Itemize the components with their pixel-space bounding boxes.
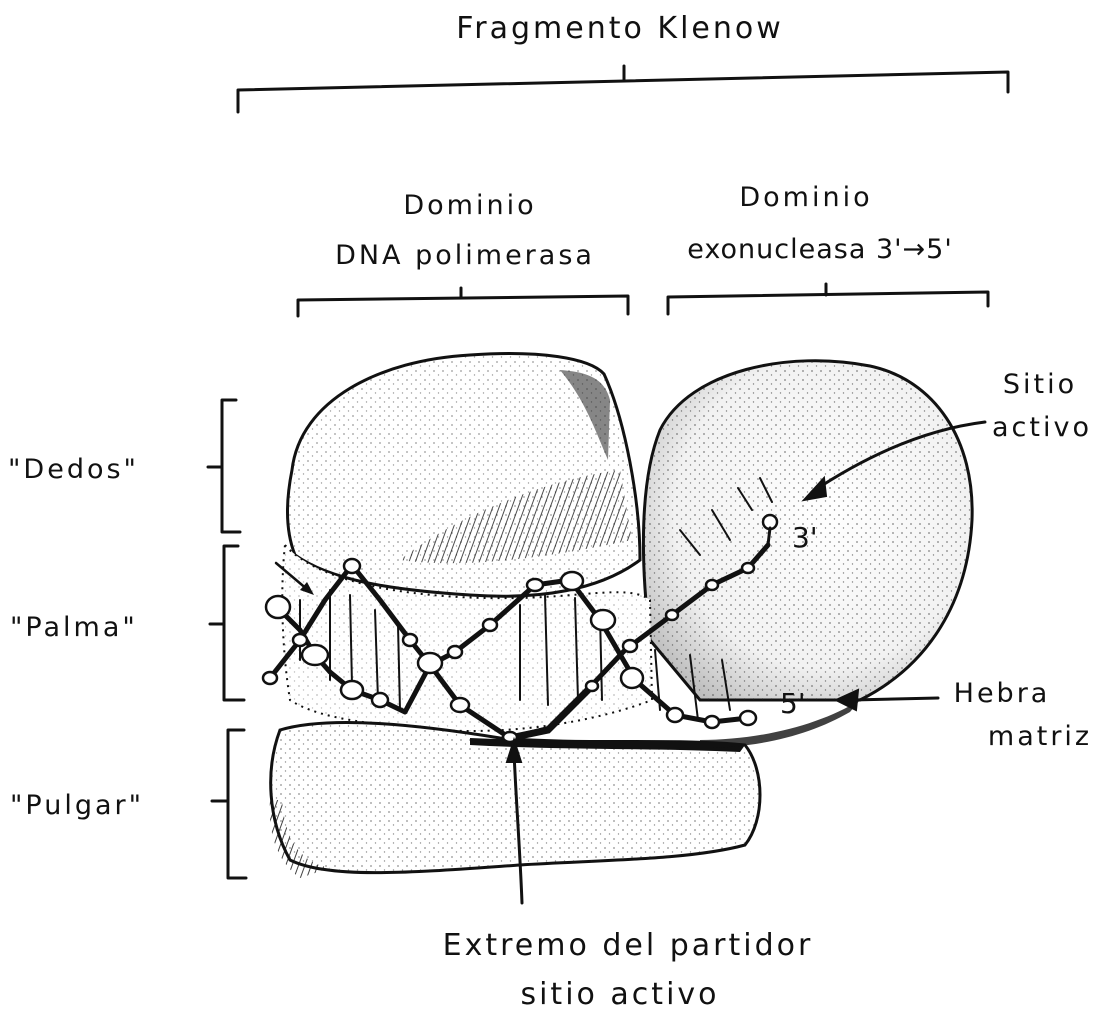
template-strand-label-line1: Hebra — [954, 678, 1051, 709]
primer-end-label-line2: sitio activo — [520, 977, 719, 1012]
active-site-label-line1: Sitio — [1003, 369, 1077, 400]
thumb-label: "Pulgar" — [10, 790, 144, 821]
klenow-bracket — [238, 66, 1008, 112]
three-prime-end-label: 3' — [792, 521, 818, 554]
exonuclease-domain-label-line2: exonucleasa 3'→5' — [687, 234, 953, 265]
subdomain-brackets — [208, 400, 246, 878]
polymerase-domain-label-line2: DNA polimerasa — [335, 240, 595, 271]
five-prime-end-label: 5' — [780, 687, 806, 720]
primer-end-label-line1: Extremo del partidor — [443, 928, 814, 963]
exonuclease-domain-label-line1: Dominio — [739, 182, 872, 213]
active-site-label-line2: activo — [992, 412, 1092, 443]
template-strand-arrow — [836, 690, 938, 710]
fingers-label: "Dedos" — [8, 454, 139, 485]
polymerase-domain-label-line1: Dominio — [403, 190, 536, 221]
template-strand-label-line2: matriz — [988, 721, 1092, 752]
title: Fragmento Klenow — [456, 11, 784, 46]
domain-brackets — [298, 284, 988, 316]
palm-label: "Palma" — [10, 612, 138, 643]
